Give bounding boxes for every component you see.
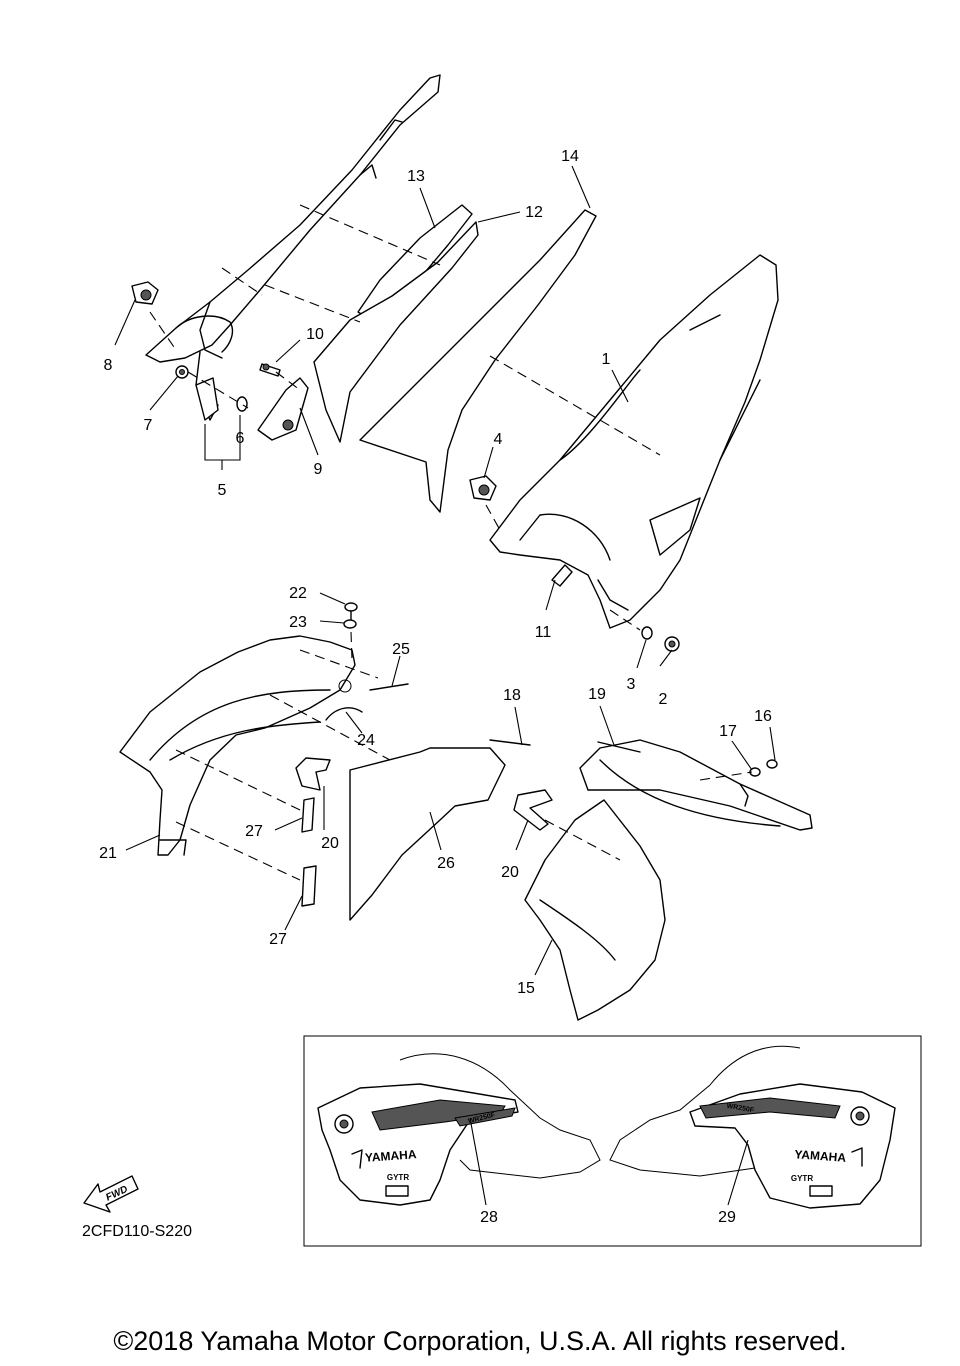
collar-part-6 (236, 396, 248, 412)
callout-18: 18 (503, 687, 521, 704)
callout-19: 19 (588, 686, 606, 703)
callout-3: 3 (627, 676, 636, 693)
callout-6: 6 (236, 430, 245, 447)
shroud-panel-right (579, 739, 813, 831)
nut-part-8 (131, 281, 159, 305)
copyright-notice: ©2018 Yamaha Motor Corporation, U.S.A. A… (113, 1326, 846, 1356)
callout-labels: 1 2 3 4 5 6 7 8 9 10 11 12 13 14 15 16 1… (99, 148, 772, 1226)
callout-17: 17 (719, 723, 737, 740)
decal-model-right: WR250F (726, 1103, 755, 1115)
fwd-arrow-icon: FWD (83, 1175, 139, 1213)
callout-20-right: 20 (501, 864, 519, 881)
left-shroud-part-21 (119, 635, 356, 856)
callout-27-lower: 27 (269, 931, 287, 948)
callout-13: 13 (407, 168, 425, 185)
collar-part-23 (343, 619, 357, 629)
callout-5: 5 (218, 482, 227, 499)
bolt-part-16 (766, 759, 778, 769)
bolt-part-2 (664, 636, 680, 652)
collar-part-11 (551, 564, 573, 587)
damper-part-20-left (295, 757, 331, 791)
callout-1: 1 (602, 351, 611, 368)
decal-brand-right: YAMAHA (794, 1147, 847, 1165)
callout-16: 16 (754, 708, 772, 725)
callout-20-left: 20 (321, 835, 339, 852)
callout-12: 12 (525, 204, 543, 221)
bolt-part-10 (259, 363, 281, 377)
callout-23: 23 (289, 614, 307, 631)
seal-part-19 (597, 741, 641, 753)
callout-10: 10 (306, 326, 324, 343)
callout-7: 7 (144, 417, 153, 434)
right-side-cover-part-1 (489, 254, 779, 629)
callout-14: 14 (561, 148, 579, 165)
callout-27-upper: 27 (245, 823, 263, 840)
bracket-part-9 (257, 377, 309, 441)
callout-28: 28 (480, 1209, 498, 1226)
callout-9: 9 (314, 461, 323, 478)
graphic-part-14 (359, 209, 597, 513)
callout-4: 4 (494, 431, 503, 448)
decal-badge-right: GYTR (791, 1174, 813, 1183)
decal-brand-left: YAMAHA (365, 1147, 418, 1165)
callout-29: 29 (718, 1209, 736, 1226)
decal-part-28: YAMAHA WR250F GYTR (317, 1053, 601, 1206)
decal-inset: YAMAHA WR250F GYTR YAMAHA WR250F GYTR (303, 1035, 922, 1247)
bolt-part-22 (344, 602, 358, 621)
nut-part-4 (469, 475, 497, 501)
callout-24: 24 (357, 732, 375, 749)
reflector-part-27-lower (301, 865, 317, 907)
callout-8: 8 (104, 357, 113, 374)
rear-side-cover-part (145, 74, 441, 421)
right-shroud-part-15 (524, 799, 666, 1021)
seal-part-25 (369, 683, 409, 691)
drawing-code: 2CFD110-S220 (82, 1223, 192, 1240)
reflector-part-27-upper (301, 797, 315, 833)
callout-15: 15 (517, 980, 535, 997)
decal-badge-left: GYTR (387, 1173, 409, 1182)
callout-22: 22 (289, 585, 307, 602)
graphic-part-26 (349, 747, 506, 921)
callout-11: 11 (535, 624, 552, 641)
clamp-part-24 (325, 707, 363, 721)
decal-part-29: YAMAHA WR250F GYTR (609, 1045, 896, 1209)
callout-25: 25 (392, 641, 410, 658)
graphic-part-12 (313, 221, 479, 443)
alignment-lines (149, 204, 753, 881)
callout-2: 2 (659, 691, 668, 708)
washer-part-3 (641, 626, 653, 640)
damper-part-20-right (513, 789, 553, 831)
fwd-label: FWD (104, 1184, 129, 1204)
leader-lines (114, 165, 776, 976)
seal-part-18 (489, 739, 531, 746)
callout-26: 26 (437, 855, 455, 872)
callout-21: 21 (99, 845, 117, 862)
